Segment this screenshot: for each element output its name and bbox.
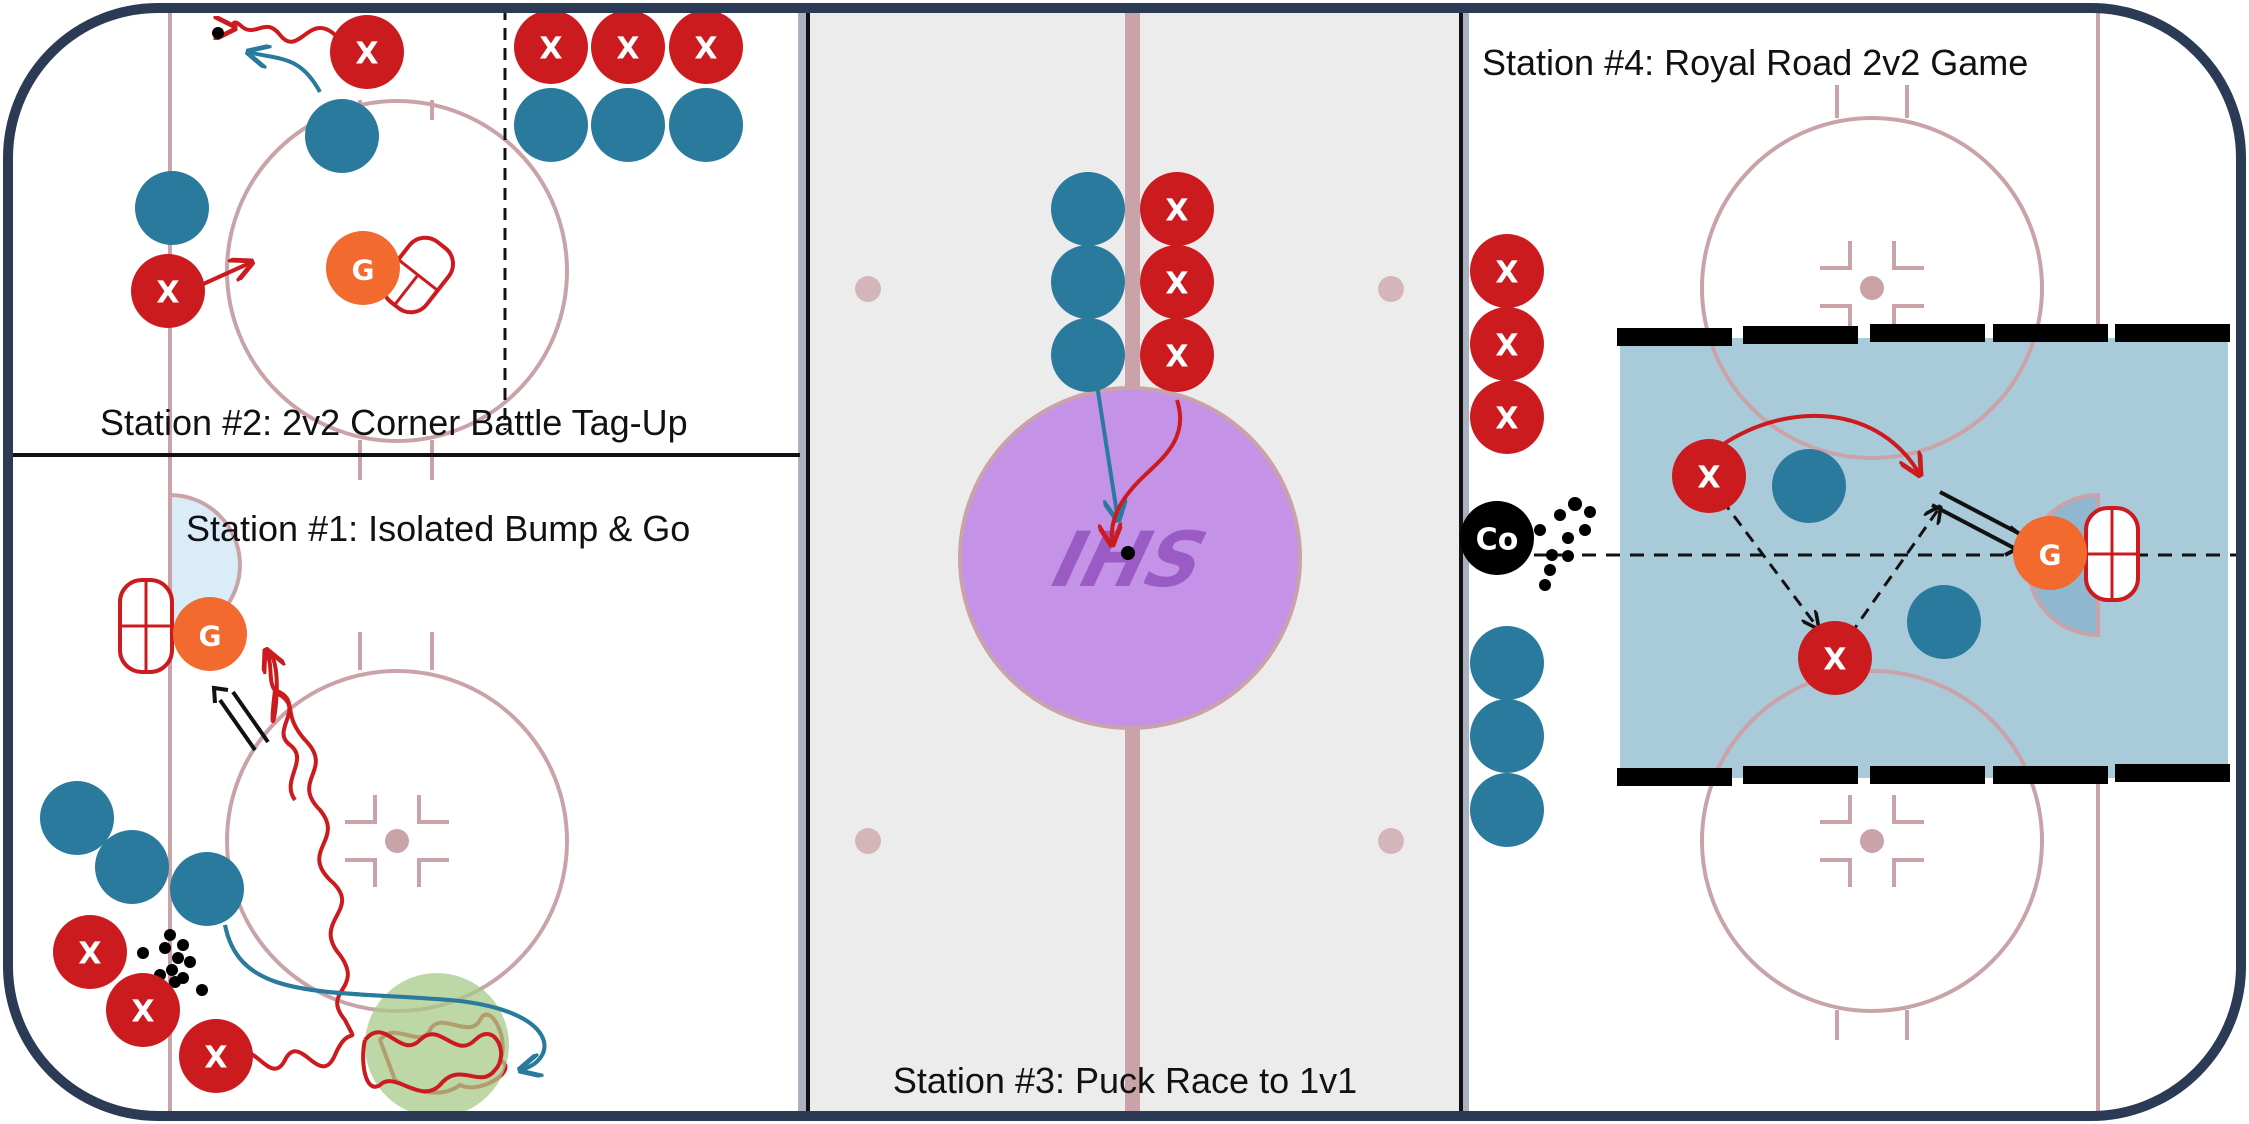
defense-player: X (514, 10, 588, 84)
pucks-pile (1534, 497, 1596, 591)
faceoff-circle-top-left (225, 99, 569, 443)
offense-player (514, 88, 588, 162)
svg-text:X: X (131, 995, 154, 1030)
svg-text:X: X (539, 32, 562, 67)
green-zone (365, 973, 509, 1116)
offense-player (95, 830, 169, 904)
puck (212, 27, 224, 39)
offense-player (135, 171, 209, 245)
svg-text:G: G (199, 620, 222, 653)
goalie: G (173, 597, 247, 671)
pass-arrow (248, 52, 322, 93)
svg-text:X: X (1165, 340, 1188, 375)
offense-player (170, 852, 244, 926)
neutral-dot (855, 828, 881, 854)
pass-dashed (1720, 499, 1818, 628)
offense-player (1470, 773, 1544, 847)
pass-dashed (1848, 507, 1940, 636)
svg-text:X: X (1165, 267, 1188, 302)
neutral-dot (1378, 828, 1404, 854)
offense-player (1051, 318, 1125, 392)
neutral-dot (1378, 276, 1404, 302)
svg-text:Co: Co (1476, 523, 1519, 558)
offense-player (591, 88, 665, 162)
svg-text:X: X (204, 1041, 227, 1076)
puck (1121, 546, 1135, 560)
svg-text:X: X (1495, 256, 1518, 291)
station-4-label: Station #4: Royal Road 2v2 Game (1482, 42, 2028, 83)
pass-to-goalie-arrow (211, 685, 270, 752)
defense-player: X (591, 10, 665, 84)
svg-text:X: X (1697, 461, 1720, 496)
svg-text:X: X (616, 32, 639, 67)
ihs-logo: IHS (1045, 516, 1215, 604)
offense-player (669, 88, 743, 162)
station-3-label: Station #3: Puck Race to 1v1 (893, 1060, 1357, 1101)
offense-player (1772, 449, 1846, 523)
faceoff-circle-top-right (1700, 116, 2044, 460)
offense-player (305, 99, 379, 173)
boards-bottom (1617, 764, 2230, 786)
defense-player: X (330, 15, 404, 89)
svg-text:X: X (156, 276, 179, 311)
pucks-pile (137, 929, 208, 996)
offense-player (1470, 699, 1544, 773)
net-icon (380, 235, 456, 315)
svg-text:X: X (1823, 643, 1846, 678)
goalie: G (2013, 516, 2087, 590)
svg-text:X: X (1495, 402, 1518, 437)
defense-player: X (1672, 439, 1746, 513)
defense-player: X (1140, 245, 1214, 319)
offense-player (1051, 245, 1125, 319)
green-zone-wiggle (361, 1030, 504, 1094)
boards-top (1617, 324, 2230, 346)
wavy-skate-arrow (266, 650, 300, 802)
offense-player (1907, 585, 1981, 659)
race-path-blue (1095, 384, 1118, 520)
offense-player (1051, 172, 1125, 246)
svg-text:X: X (1495, 329, 1518, 364)
svg-text:G: G (352, 254, 375, 287)
svg-text:X: X (694, 32, 717, 67)
rink-boards (3, 3, 2246, 1121)
svg-text:X: X (355, 37, 378, 72)
coach: Co (1460, 501, 1534, 575)
offense-player (40, 781, 114, 855)
svg-text:G: G (2039, 539, 2062, 572)
svg-text:X: X (1165, 194, 1188, 229)
net-icon (2084, 506, 2140, 602)
defense-player: X (1470, 234, 1544, 308)
offense-player (1470, 626, 1544, 700)
skate-arrow-royal (1720, 413, 1920, 475)
defense-player: X (1470, 307, 1544, 381)
defense-player: X (131, 254, 205, 328)
defense-player: X (669, 10, 743, 84)
defense-player: X (1798, 621, 1872, 695)
defense-player: X (179, 1019, 253, 1093)
defense-player: X (1470, 380, 1544, 454)
svg-text:X: X (78, 937, 101, 972)
neutral-dot (855, 276, 881, 302)
station-1-label: Station #1: Isolated Bump & Go (186, 508, 690, 549)
defense-player: X (53, 915, 127, 989)
net-icon (118, 578, 174, 674)
station-2-label: Station #2: 2v2 Corner Battle Tag-Up (100, 402, 688, 443)
defense-player: X (106, 973, 180, 1047)
defense-player: X (1140, 172, 1214, 246)
race-path-red (1112, 399, 1183, 545)
faceoff-circle-bottom-right (1700, 669, 2044, 1013)
defense-player: X (1140, 318, 1214, 392)
goalie: G (326, 231, 400, 305)
skate-path (233, 23, 342, 44)
